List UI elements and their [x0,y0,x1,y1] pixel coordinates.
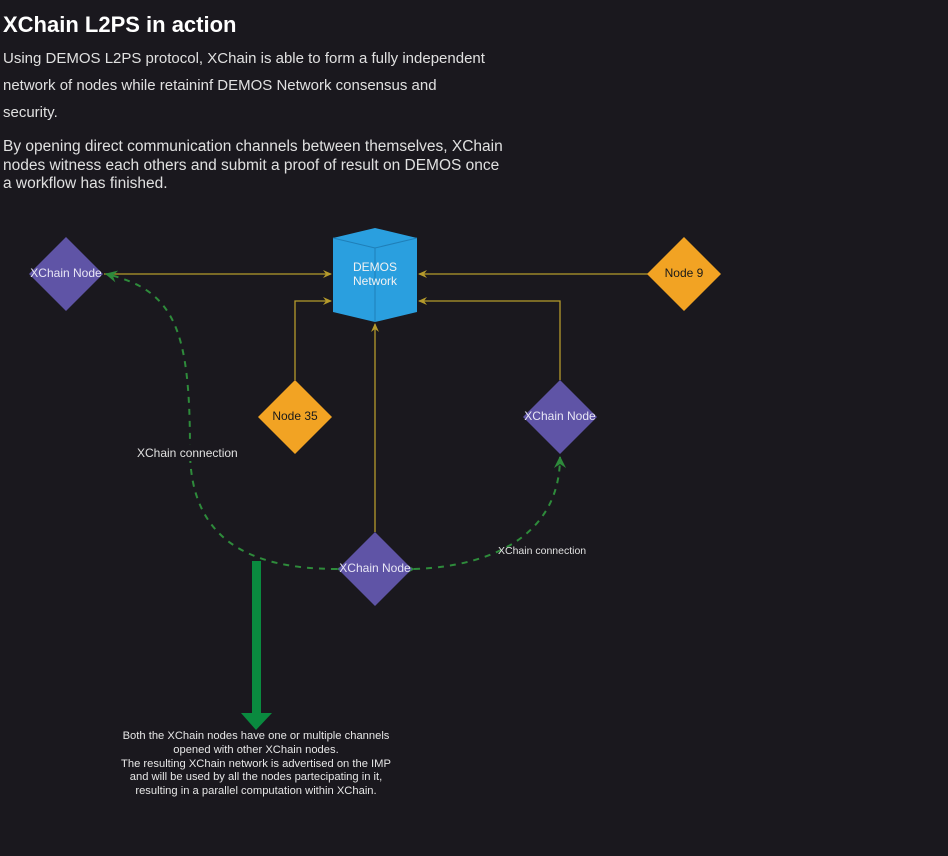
intro-line: security. [3,104,58,121]
page-title: XChain L2PS in action [3,12,237,37]
footnote-line: opened with other XChain nodes. [173,743,339,756]
xchain-node-bottom[interactable]: XChain Node [338,532,412,606]
demos-network-label-line1: DEMOS [353,260,397,274]
node-35[interactable]: Node 35 [258,380,332,454]
edge-right-node-to-demos [418,297,561,380]
xchain-node-bottom-label: XChain Node [339,561,411,575]
intro-text: Using DEMOS L2PS protocol, XChain is abl… [3,45,503,126]
xchain-node-left[interactable]: XChain Node [29,237,103,311]
footnote-text: Both the XChain nodes have one or multip… [100,730,412,799]
footnote-line: and will be used by all the nodes partec… [129,771,383,784]
footnote-line: Both the XChain nodes have one or multip… [122,730,390,742]
demos-network-node[interactable]: DEMOS Network [332,228,418,322]
xchain-node-left-label: XChain Node [30,266,102,280]
result-arrow [241,561,272,730]
intro-line: Using DEMOS L2PS protocol, XChain is abl… [3,50,485,67]
right-connection-label: XChain connection [498,545,586,557]
node-9[interactable]: Node 9 [647,237,721,311]
paragraph-line: nodes witness each others and submit a p… [3,156,500,174]
footnote-line: The resulting XChain network is advertis… [121,757,391,770]
intro-line: network of nodes while retaininf DEMOS N… [3,77,437,94]
edge-node35-to-demos [294,297,332,380]
node-35-label: Node 35 [272,409,318,423]
demos-network-label-line2: Network [353,274,398,288]
node-9-label: Node 9 [665,266,704,280]
paragraph-line: By opening direct communication channels… [3,138,503,155]
left-connection-label: XChain connection [137,446,238,460]
paragraph-line: a workflow has finished. [3,175,168,192]
description-paragraph: By opening direct communication channels… [3,138,503,194]
xchain-node-right-label: XChain Node [524,409,596,423]
footnote-line: resulting in a parallel computation with… [135,785,377,798]
xchain-connection-right [402,456,566,576]
xchain-node-right[interactable]: XChain Node [523,380,597,454]
